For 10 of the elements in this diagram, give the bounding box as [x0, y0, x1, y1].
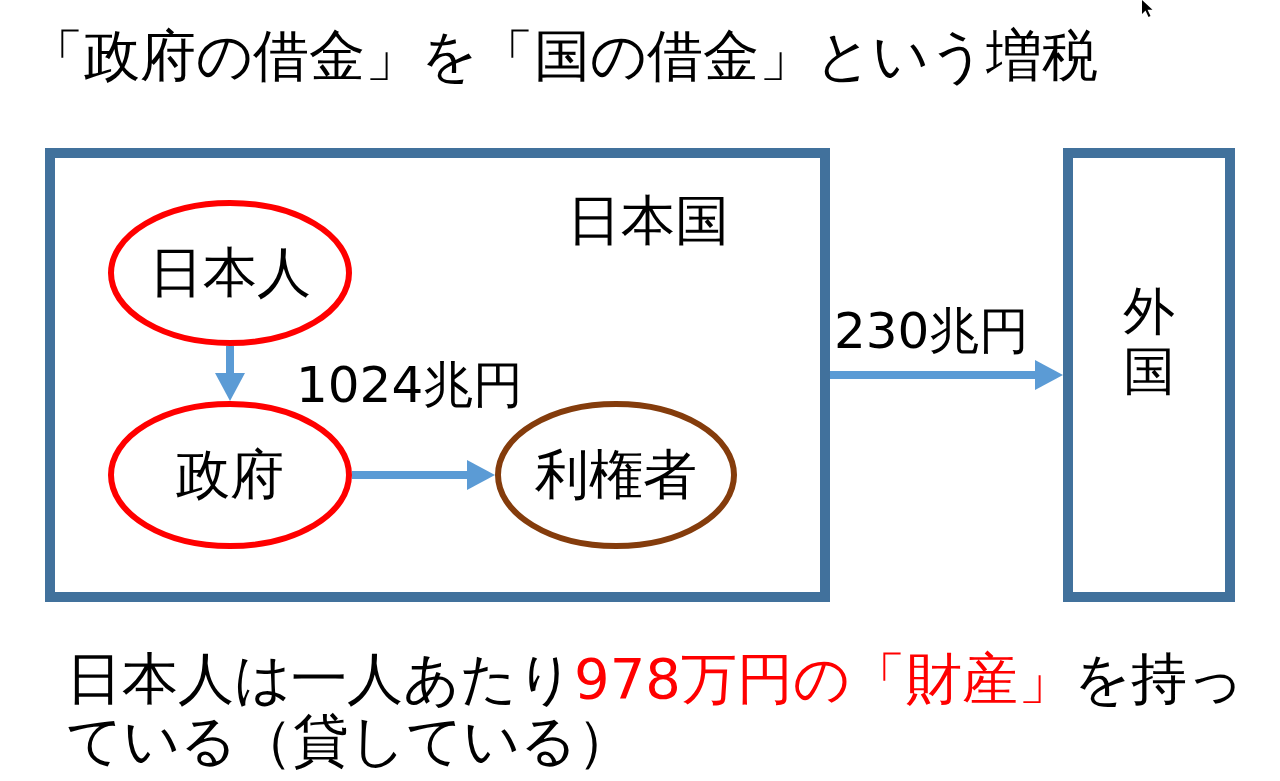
diagram-title: 「政府の借金」を「国の借金」という増税 [28, 28, 1098, 84]
box-heading: 日本国 [567, 194, 729, 248]
oval-node [108, 401, 352, 549]
region-box [45, 148, 830, 602]
side-box [1063, 148, 1235, 602]
vertical-label: 外国 [1123, 282, 1175, 402]
node-label: 利権者 [535, 448, 697, 502]
node-label: 日本人 [149, 246, 311, 300]
node-label: 政府 [176, 448, 284, 502]
oval-node [108, 200, 352, 346]
